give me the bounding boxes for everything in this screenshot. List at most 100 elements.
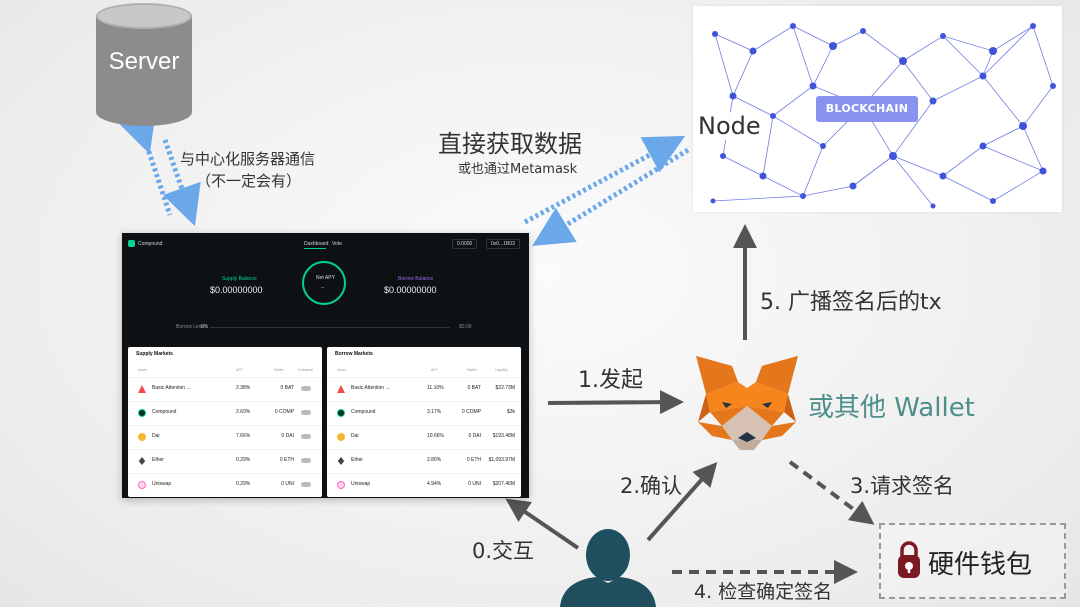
asset-wallet-balance: 0 DAI bbox=[468, 433, 481, 439]
asset-name: Compound bbox=[351, 409, 376, 415]
asset-wallet-balance: 0 DAI bbox=[281, 433, 294, 439]
confirm-arrow bbox=[646, 462, 718, 542]
supply-row[interactable]: Compound 2.60% 0 COMP bbox=[128, 401, 322, 426]
borrow-header-apy: APY bbox=[431, 368, 439, 372]
net-apy-label: Net APY bbox=[316, 275, 335, 281]
app-to-server-arrow bbox=[162, 139, 201, 227]
asset-name: Compound bbox=[152, 409, 177, 415]
borrow-limit-max: $0.00 bbox=[459, 324, 472, 330]
borrow-row[interactable]: Compound 3.17% 0 COMP $3k bbox=[327, 401, 521, 426]
borrow-header-wallet: Wallet bbox=[467, 368, 477, 372]
network-graph bbox=[710, 23, 1056, 209]
nav-active-underline bbox=[304, 248, 326, 249]
server-link-label: 与中心化服务器通信 bbox=[180, 150, 316, 168]
comp-token-icon bbox=[337, 409, 345, 417]
asset-name: Ether bbox=[351, 457, 363, 463]
dai-token-icon bbox=[337, 433, 345, 441]
supply-row[interactable]: Ether 0.29% 0 ETH bbox=[128, 449, 322, 474]
eth-token-icon bbox=[138, 457, 146, 465]
compound-logo-icon bbox=[128, 240, 135, 247]
step-interact-label: 0.交互 bbox=[472, 539, 535, 563]
asset-liquidity: $3k bbox=[506, 409, 515, 415]
asset-wallet-balance: 0 BAT bbox=[467, 385, 481, 391]
asset-name: Ether bbox=[152, 457, 164, 463]
lock-icon bbox=[898, 541, 920, 578]
nav-vote[interactable]: Vote bbox=[332, 241, 343, 247]
supply-markets-panel: Supply Markets Asset APY Wallet Collater… bbox=[128, 347, 322, 497]
nav-dashboard[interactable]: Dashboard bbox=[304, 241, 329, 247]
collateral-toggle[interactable] bbox=[301, 434, 311, 439]
net-apy-ring bbox=[302, 261, 346, 305]
asset-apy: 7.66% bbox=[236, 433, 251, 439]
user-icon bbox=[560, 529, 656, 607]
borrow-balance-value: $0.00000000 bbox=[384, 285, 437, 295]
borrow-header-asset: Asset bbox=[337, 368, 346, 372]
comp-token-icon bbox=[138, 409, 146, 417]
supply-header-wallet: Wallet bbox=[274, 368, 284, 372]
borrow-row[interactable]: Dai 10.66% 0 DAI $193.48M bbox=[327, 425, 521, 450]
supply-balance-value: $0.00000000 bbox=[210, 285, 263, 295]
bat-token-icon bbox=[337, 385, 345, 393]
asset-apy: 0.29% bbox=[236, 457, 251, 463]
eth-token-icon bbox=[337, 457, 345, 465]
asset-name: Dai bbox=[152, 433, 160, 439]
step-broadcast-label: 5. 广播签名后的tx bbox=[760, 290, 942, 315]
asset-name: Basic Attention ... bbox=[152, 385, 191, 391]
step-request-sign-label: 3.请求签名 bbox=[850, 474, 955, 498]
asset-liquidity: $193.48M bbox=[492, 433, 515, 439]
collateral-toggle[interactable] bbox=[301, 482, 311, 487]
node-link-title: 直接获取数据 bbox=[438, 130, 582, 158]
asset-wallet-balance: 0 UNI bbox=[468, 481, 481, 487]
asset-name: Dai bbox=[351, 433, 359, 439]
asset-apy: 11.10% bbox=[427, 385, 444, 391]
app-to-node-arrow bbox=[523, 135, 686, 225]
account-button[interactable]: 0x0...1B03 bbox=[486, 239, 520, 249]
borrow-markets-panel: Borrow Markets Asset APY Wallet Liquidit… bbox=[327, 347, 521, 497]
server-label: Server bbox=[108, 48, 180, 75]
supply-row[interactable]: Basic Attention ... 2.38% 0 BAT bbox=[128, 377, 322, 402]
supply-header-apy: APY bbox=[236, 368, 244, 372]
asset-wallet-balance: 0 COMP bbox=[461, 409, 481, 415]
collateral-toggle[interactable] bbox=[301, 410, 311, 415]
borrow-limit-bar bbox=[210, 327, 450, 328]
asset-wallet-balance: 0 ETH bbox=[466, 457, 481, 463]
node-link-subtitle: 或也通过Metamask bbox=[458, 162, 578, 177]
asset-name: Uniswap bbox=[152, 481, 172, 487]
step-initiate-label: 1.发起 bbox=[578, 368, 643, 393]
borrow-row[interactable]: Uniswap 4.94% 0 UNI $207.46M bbox=[327, 473, 521, 498]
step-confirm-label: 2.确认 bbox=[620, 474, 683, 498]
app-brand: Compound bbox=[138, 241, 163, 247]
supply-header-collateral: Collateral bbox=[298, 368, 313, 372]
borrow-row[interactable]: Basic Attention ... 11.10% 0 BAT $22.73M bbox=[327, 377, 521, 402]
node-to-app-arrow bbox=[532, 147, 690, 246]
asset-liquidity: $22.73M bbox=[495, 385, 515, 391]
asset-liquidity: $207.46M bbox=[492, 481, 515, 487]
uni-token-icon bbox=[337, 481, 345, 489]
asset-wallet-balance: 0 BAT bbox=[280, 385, 294, 391]
supply-row[interactable]: Dai 7.66% 0 DAI bbox=[128, 425, 322, 450]
asset-apy: 0.29% bbox=[236, 481, 251, 487]
borrow-header-liquidity: Liquidity bbox=[495, 368, 508, 372]
asset-wallet-balance: 0 ETH bbox=[279, 457, 294, 463]
borrow-row[interactable]: Ether 2.80% 0 ETH $1,093.97M bbox=[327, 449, 521, 474]
supply-balance-label: Supply Balance bbox=[222, 276, 257, 282]
borrow-markets-title: Borrow Markets bbox=[335, 351, 373, 357]
node-label: Node bbox=[696, 112, 763, 140]
asset-name: Uniswap bbox=[351, 481, 371, 487]
metamask-fox-icon bbox=[696, 356, 798, 450]
asset-wallet-balance: 0 COMP bbox=[274, 409, 294, 415]
supply-row[interactable]: Uniswap 0.29% 0 UNI bbox=[128, 473, 322, 498]
dai-token-icon bbox=[138, 433, 146, 441]
collateral-toggle[interactable] bbox=[301, 386, 311, 391]
supply-header-asset: Asset bbox=[138, 368, 147, 372]
asset-liquidity: $1,093.97M bbox=[488, 457, 515, 463]
comp-balance-button[interactable]: 0.0000 bbox=[452, 239, 478, 249]
net-apy-value: -- bbox=[321, 285, 325, 291]
blockchain-badge: BLOCKCHAIN bbox=[816, 96, 918, 122]
interact-arrow bbox=[505, 498, 580, 550]
borrow-limit-label: Borrow Limit bbox=[176, 324, 204, 330]
server-to-app-arrow bbox=[118, 109, 173, 216]
asset-apy: 2.80% bbox=[427, 457, 442, 463]
asset-apy: 4.94% bbox=[427, 481, 442, 487]
collateral-toggle[interactable] bbox=[301, 458, 311, 463]
